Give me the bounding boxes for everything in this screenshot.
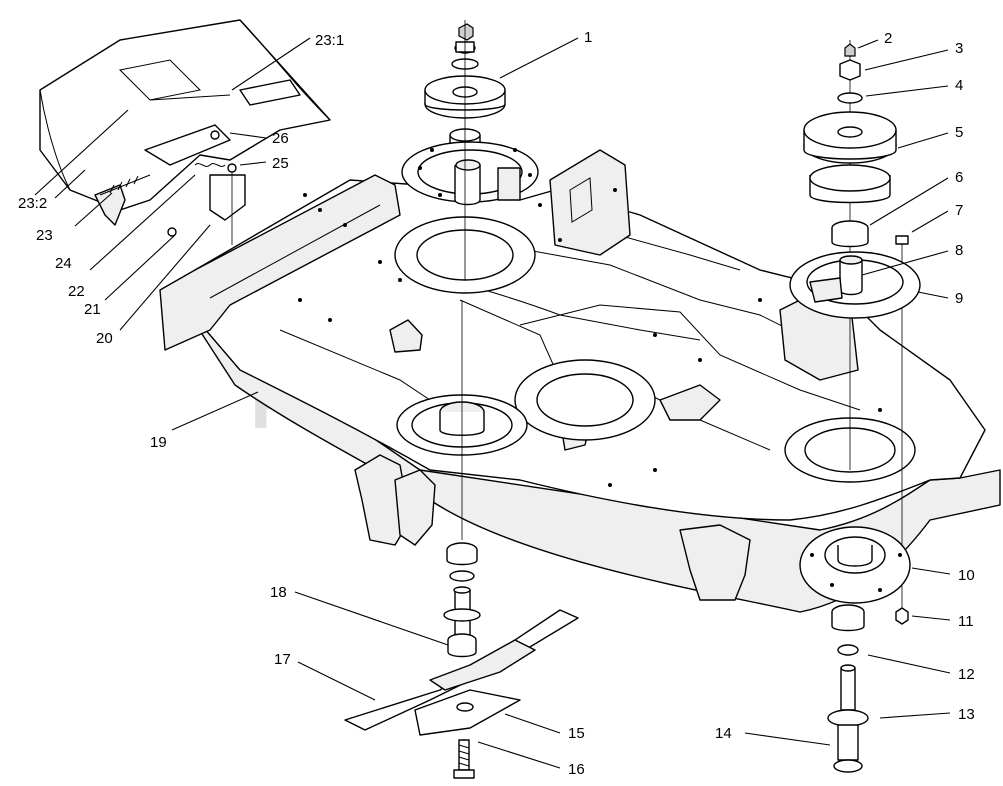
callout-3: 3 xyxy=(955,40,963,57)
discharge-chute xyxy=(39,19,331,245)
callout-6: 6 xyxy=(955,169,963,186)
callout-18: 18 xyxy=(270,584,287,601)
callout-2: 2 xyxy=(884,30,892,47)
callout-26: 26 xyxy=(272,130,289,147)
callout-25: 25 xyxy=(272,155,289,172)
right-spindle-upper-parts xyxy=(789,43,921,319)
callout-23-1: 23:1 xyxy=(315,32,344,49)
callout-16: 16 xyxy=(568,761,585,778)
leader-lines xyxy=(34,37,951,769)
callout-5: 5 xyxy=(955,124,963,141)
callout-23-2: 23:2 xyxy=(18,195,47,212)
callout-14: 14 xyxy=(715,725,732,742)
callout-4: 4 xyxy=(955,77,963,94)
callout-21: 21 xyxy=(84,301,101,318)
callout-20: 20 xyxy=(96,330,113,347)
callout-17: 17 xyxy=(274,651,291,668)
deck-spindle-opening-middle xyxy=(514,359,656,441)
left-spindle-shaft xyxy=(443,586,481,658)
right-spindle-lower-parts xyxy=(799,526,911,773)
center-spindle-assembly xyxy=(401,23,539,206)
left-spindle-bearing-spacer xyxy=(446,542,478,582)
callout-13: 13 xyxy=(958,706,975,723)
callout-19: 19 xyxy=(150,434,167,451)
blade-bolt xyxy=(453,739,475,779)
callout-24: 24 xyxy=(55,255,72,272)
callout-labels: 1 2 3 4 5 6 7 8 9 10 11 12 13 14 15 16 1… xyxy=(18,29,975,778)
callout-8: 8 xyxy=(955,242,963,259)
mower-blade xyxy=(344,609,579,736)
callout-7: 7 xyxy=(955,202,963,219)
callout-15: 15 xyxy=(568,725,585,742)
callout-12: 12 xyxy=(958,666,975,683)
callout-10: 10 xyxy=(958,567,975,584)
callout-23: 23 xyxy=(36,227,53,244)
callout-9: 9 xyxy=(955,290,963,307)
callout-11: 11 xyxy=(958,613,974,630)
callout-22: 22 xyxy=(68,283,85,300)
callout-1: 1 xyxy=(584,29,592,46)
